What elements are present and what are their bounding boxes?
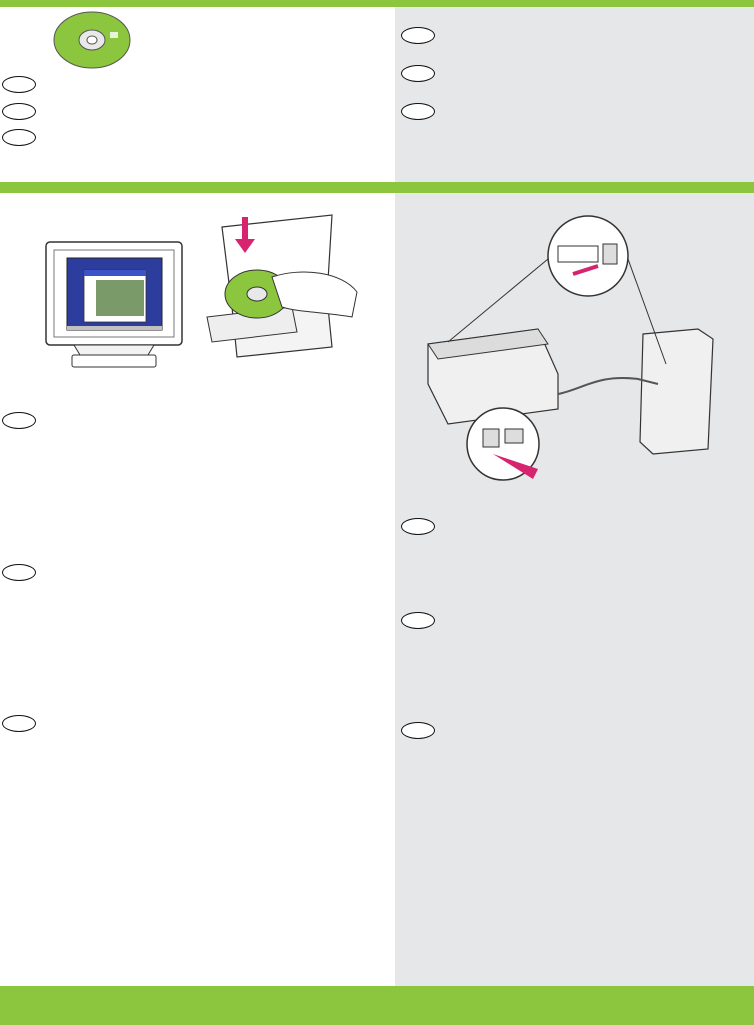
monitor-illustration — [44, 240, 184, 375]
step-marker — [401, 27, 435, 44]
step-marker — [2, 103, 36, 120]
step-marker — [401, 103, 435, 120]
step-marker — [401, 612, 435, 629]
printer-cd-illustration — [202, 207, 362, 377]
step-marker — [2, 412, 36, 429]
bottom-green-band — [0, 986, 754, 1025]
step-marker — [401, 518, 435, 535]
middle-green-band — [0, 182, 754, 193]
top-green-band — [0, 0, 754, 7]
step-marker — [2, 76, 36, 93]
top-right-panel — [395, 7, 754, 182]
step-marker — [2, 129, 36, 146]
step-marker — [2, 564, 36, 581]
cd-disc-icon — [52, 10, 132, 70]
main-right-panel — [395, 193, 754, 986]
step-marker — [401, 65, 435, 82]
step-marker — [2, 715, 36, 732]
step-marker — [401, 722, 435, 739]
usb-connection-illustration — [408, 214, 728, 489]
